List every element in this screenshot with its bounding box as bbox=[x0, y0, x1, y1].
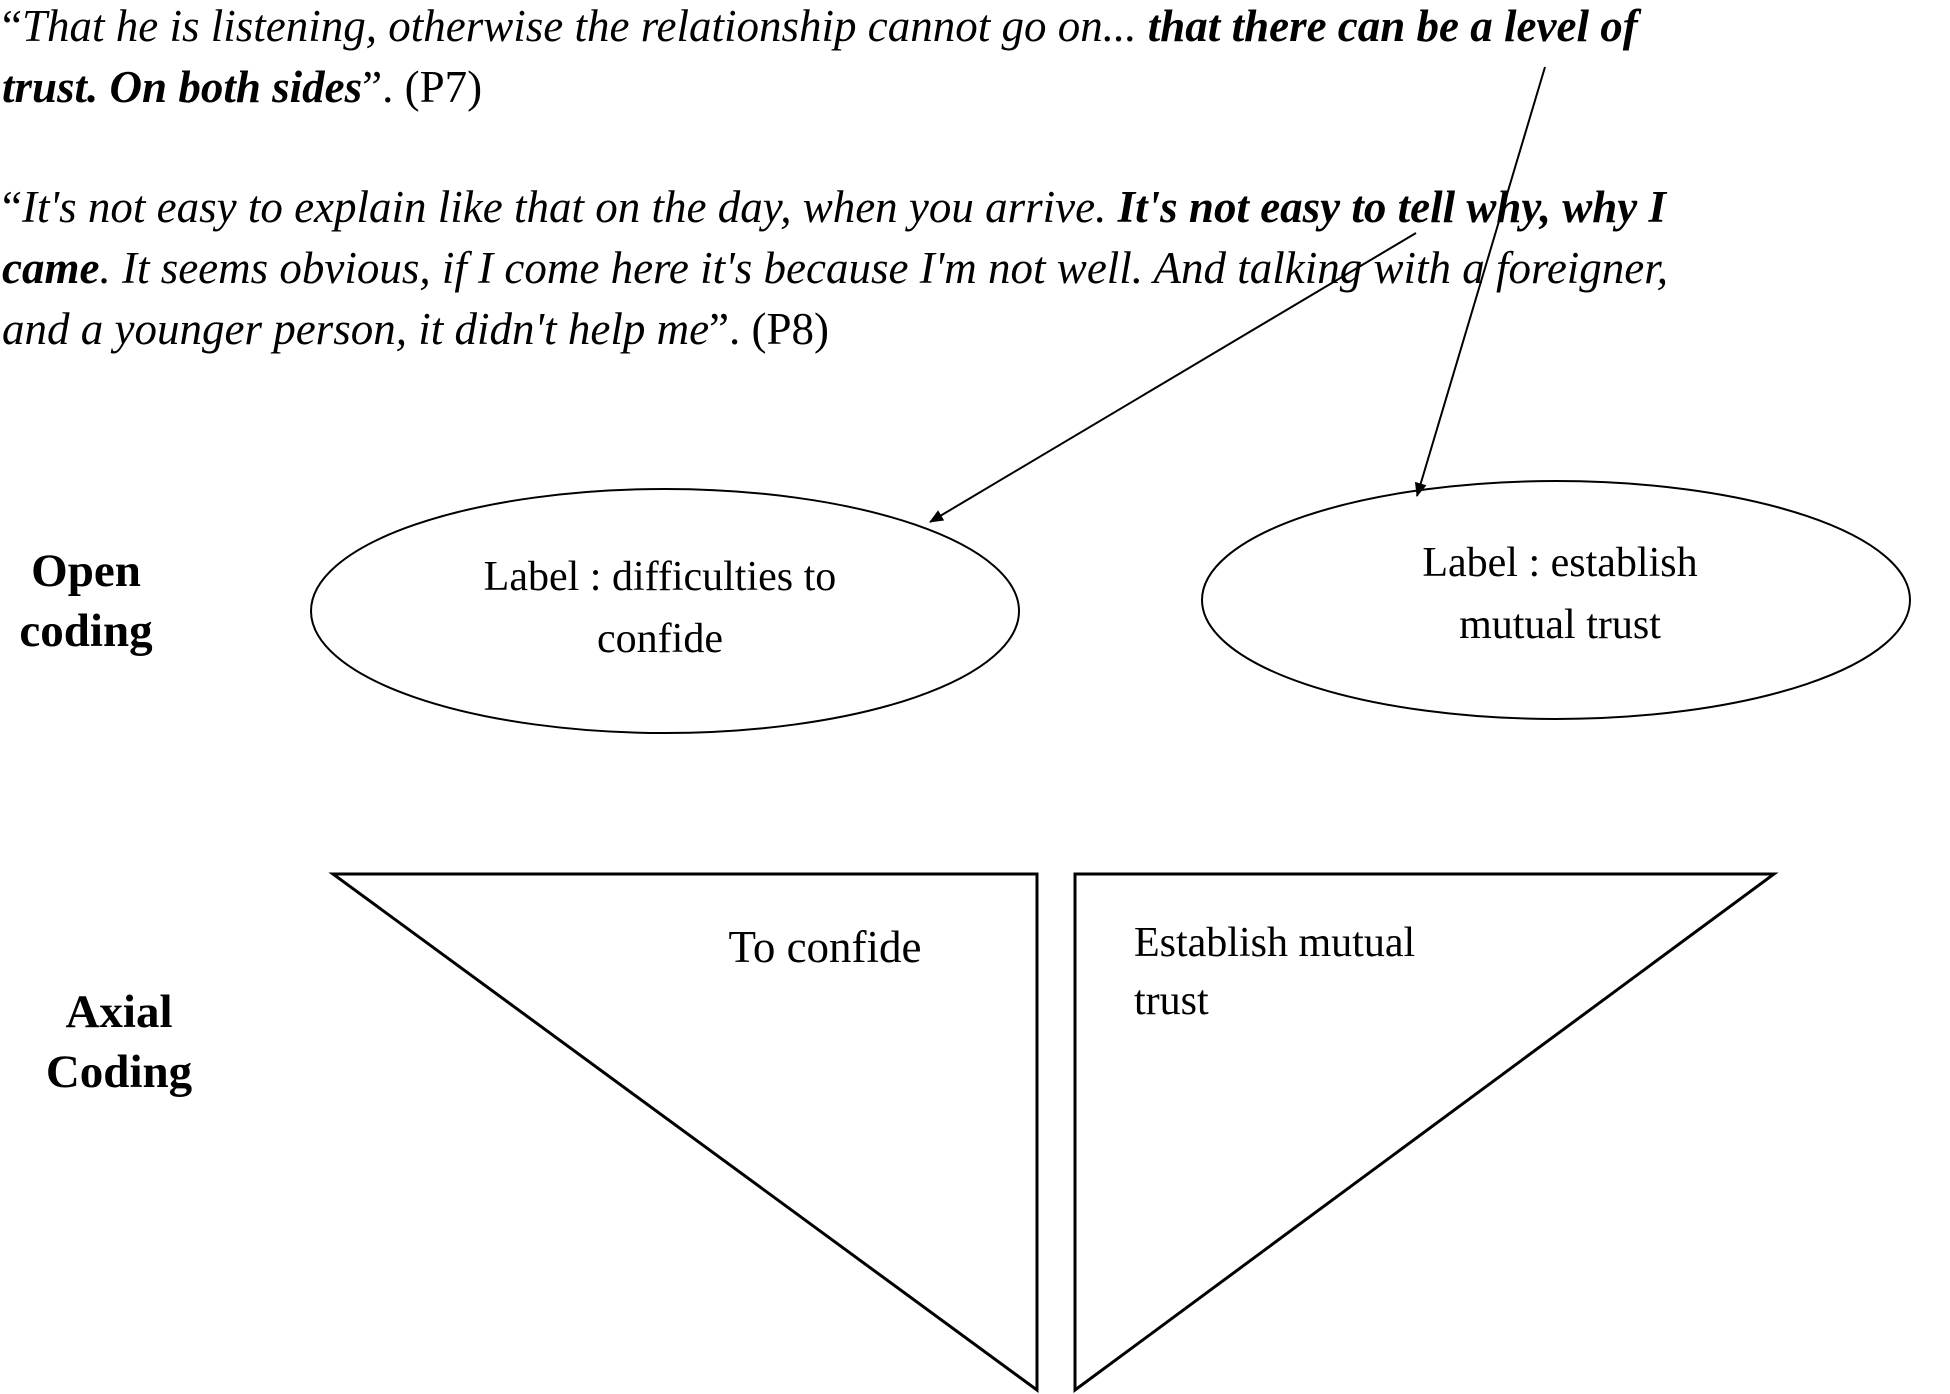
quote-p7-close-mark: ”. bbox=[362, 62, 405, 112]
axial-code-trust-line2: trust bbox=[1134, 978, 1209, 1024]
axial-code-trust-label: Establish mutual trust bbox=[1134, 914, 1534, 1030]
arrow-quote-to-difficulties bbox=[929, 232, 1417, 523]
quote-p8: “It's not easy to explain like that on t… bbox=[2, 177, 1948, 360]
axial-code-confide-label: To confide bbox=[728, 922, 922, 972]
quote-p8-text-1: It's not easy to explain like that on th… bbox=[21, 182, 1118, 232]
axial-code-triangle-confide bbox=[328, 872, 1039, 1393]
quote-p7-ref: (P7) bbox=[404, 62, 483, 112]
open-code-difficulties-line1: Label : difficulties to bbox=[483, 554, 837, 600]
open-code-trust-label: Label : establish mutual trust bbox=[1300, 532, 1820, 656]
open-code-trust-line2: mutual trust bbox=[1459, 602, 1661, 648]
quote-p8-open-mark: “ bbox=[2, 182, 22, 232]
quote-p8-close-mark: ”. bbox=[709, 304, 752, 354]
axial-coding-label-line1: Axial bbox=[65, 986, 173, 1038]
open-code-trust-line1: Label : establish bbox=[1422, 540, 1698, 586]
quote-p8-text-3: and a younger person, it didn't help me bbox=[2, 304, 710, 354]
quote-p7-open-mark: “ bbox=[2, 1, 22, 51]
quote-p7-text: That he is listening, otherwise the rela… bbox=[21, 1, 1148, 51]
open-code-ellipse-difficulties bbox=[310, 488, 1020, 734]
open-code-difficulties-label: Label : difficulties to confide bbox=[400, 546, 920, 670]
quote-p7: “That he is listening, otherwise the rel… bbox=[2, 0, 1948, 118]
quote-p8-highlight-2: came bbox=[2, 243, 100, 293]
open-coding-label-line1: Open bbox=[31, 545, 141, 597]
axial-code-triangle-trust bbox=[1073, 872, 1779, 1393]
open-coding-label: Open coding bbox=[6, 541, 166, 661]
quote-p8-text-2: . It seems obvious, if I come here it's … bbox=[99, 243, 1669, 293]
quote-p7-highlight-2: trust. On both sides bbox=[2, 62, 363, 112]
quote-p7-highlight-1: that there can be a level of bbox=[1147, 1, 1638, 51]
quote-p8-highlight-1: It's not easy to tell why, why I bbox=[1117, 182, 1667, 232]
axial-code-trust-line1: Establish mutual bbox=[1134, 920, 1416, 966]
quote-p8-ref: (P8) bbox=[751, 304, 830, 354]
axial-coding-label-line2: Coding bbox=[45, 1046, 193, 1098]
arrow-quote-to-trust bbox=[1414, 66, 1546, 497]
open-coding-label-line2: coding bbox=[19, 605, 153, 657]
open-code-difficulties-line2: confide bbox=[597, 616, 723, 662]
open-code-ellipse-trust bbox=[1201, 480, 1911, 720]
